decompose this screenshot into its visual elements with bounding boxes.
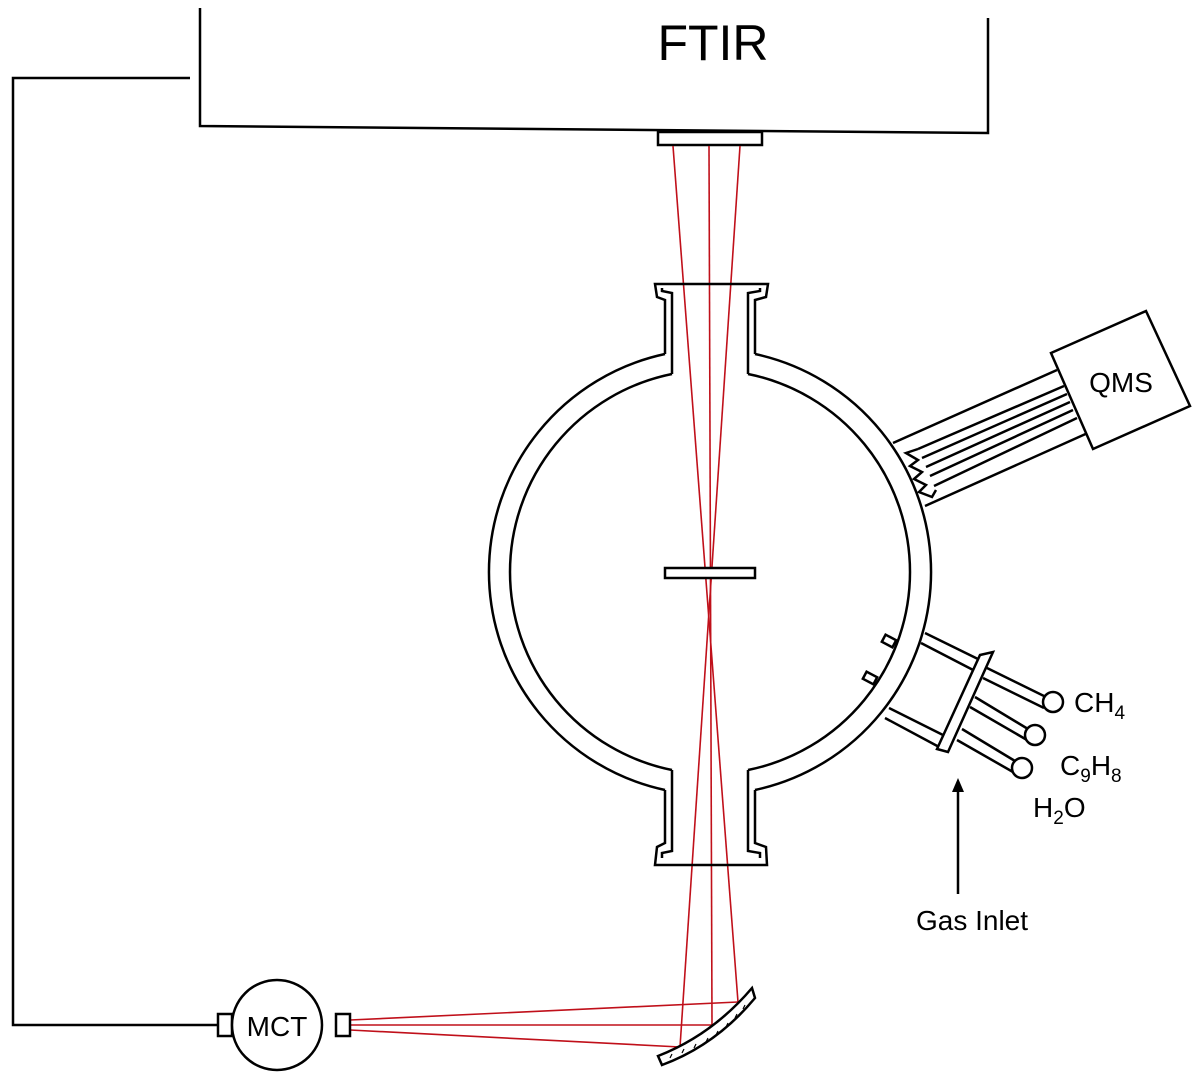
ftir-output-window xyxy=(656,130,764,147)
qms-box xyxy=(1049,309,1192,451)
ftir-spectrometer: FTIR xyxy=(198,8,990,147)
ir-beam xyxy=(349,145,741,1048)
mct-connector-right xyxy=(334,1012,352,1038)
gas-inlet-manifold: CH4 C9H8 H2O Gas Inlet xyxy=(861,631,1125,936)
gas-label-c9h8: C9H8 xyxy=(1060,750,1122,787)
focusing-mirror xyxy=(656,985,757,1067)
mct-connector-left xyxy=(216,1012,234,1038)
signal-cable xyxy=(11,76,218,1027)
gas-label-h2o: H2O xyxy=(1033,792,1086,829)
ray-reflect-3 xyxy=(349,1029,681,1048)
arrow-head-icon xyxy=(952,778,964,792)
sample-substrate xyxy=(663,566,757,580)
gas-valve-ch4 xyxy=(1041,690,1065,714)
gas-valve-h2o xyxy=(1010,756,1034,780)
gas-inlet-label: Gas Inlet xyxy=(916,905,1028,936)
ray-reflect-1 xyxy=(349,1001,739,1021)
gas-inlet-flange xyxy=(935,650,996,754)
vacuum-chamber xyxy=(487,282,933,867)
qms-grid-zigzag xyxy=(902,447,938,499)
ray-right xyxy=(679,145,741,1048)
ftir-label: FTIR xyxy=(657,15,768,71)
mct-label: MCT xyxy=(247,1011,308,1042)
top-viewport-flange xyxy=(653,282,770,354)
qms-port: QMS xyxy=(892,309,1192,508)
bottom-viewport-flange xyxy=(653,790,769,867)
gas-label-ch4: CH4 xyxy=(1074,687,1125,724)
qms-label: QMS xyxy=(1089,367,1153,398)
mct-detector: MCT xyxy=(216,978,352,1072)
gas-valve-c9h8 xyxy=(1023,723,1047,747)
